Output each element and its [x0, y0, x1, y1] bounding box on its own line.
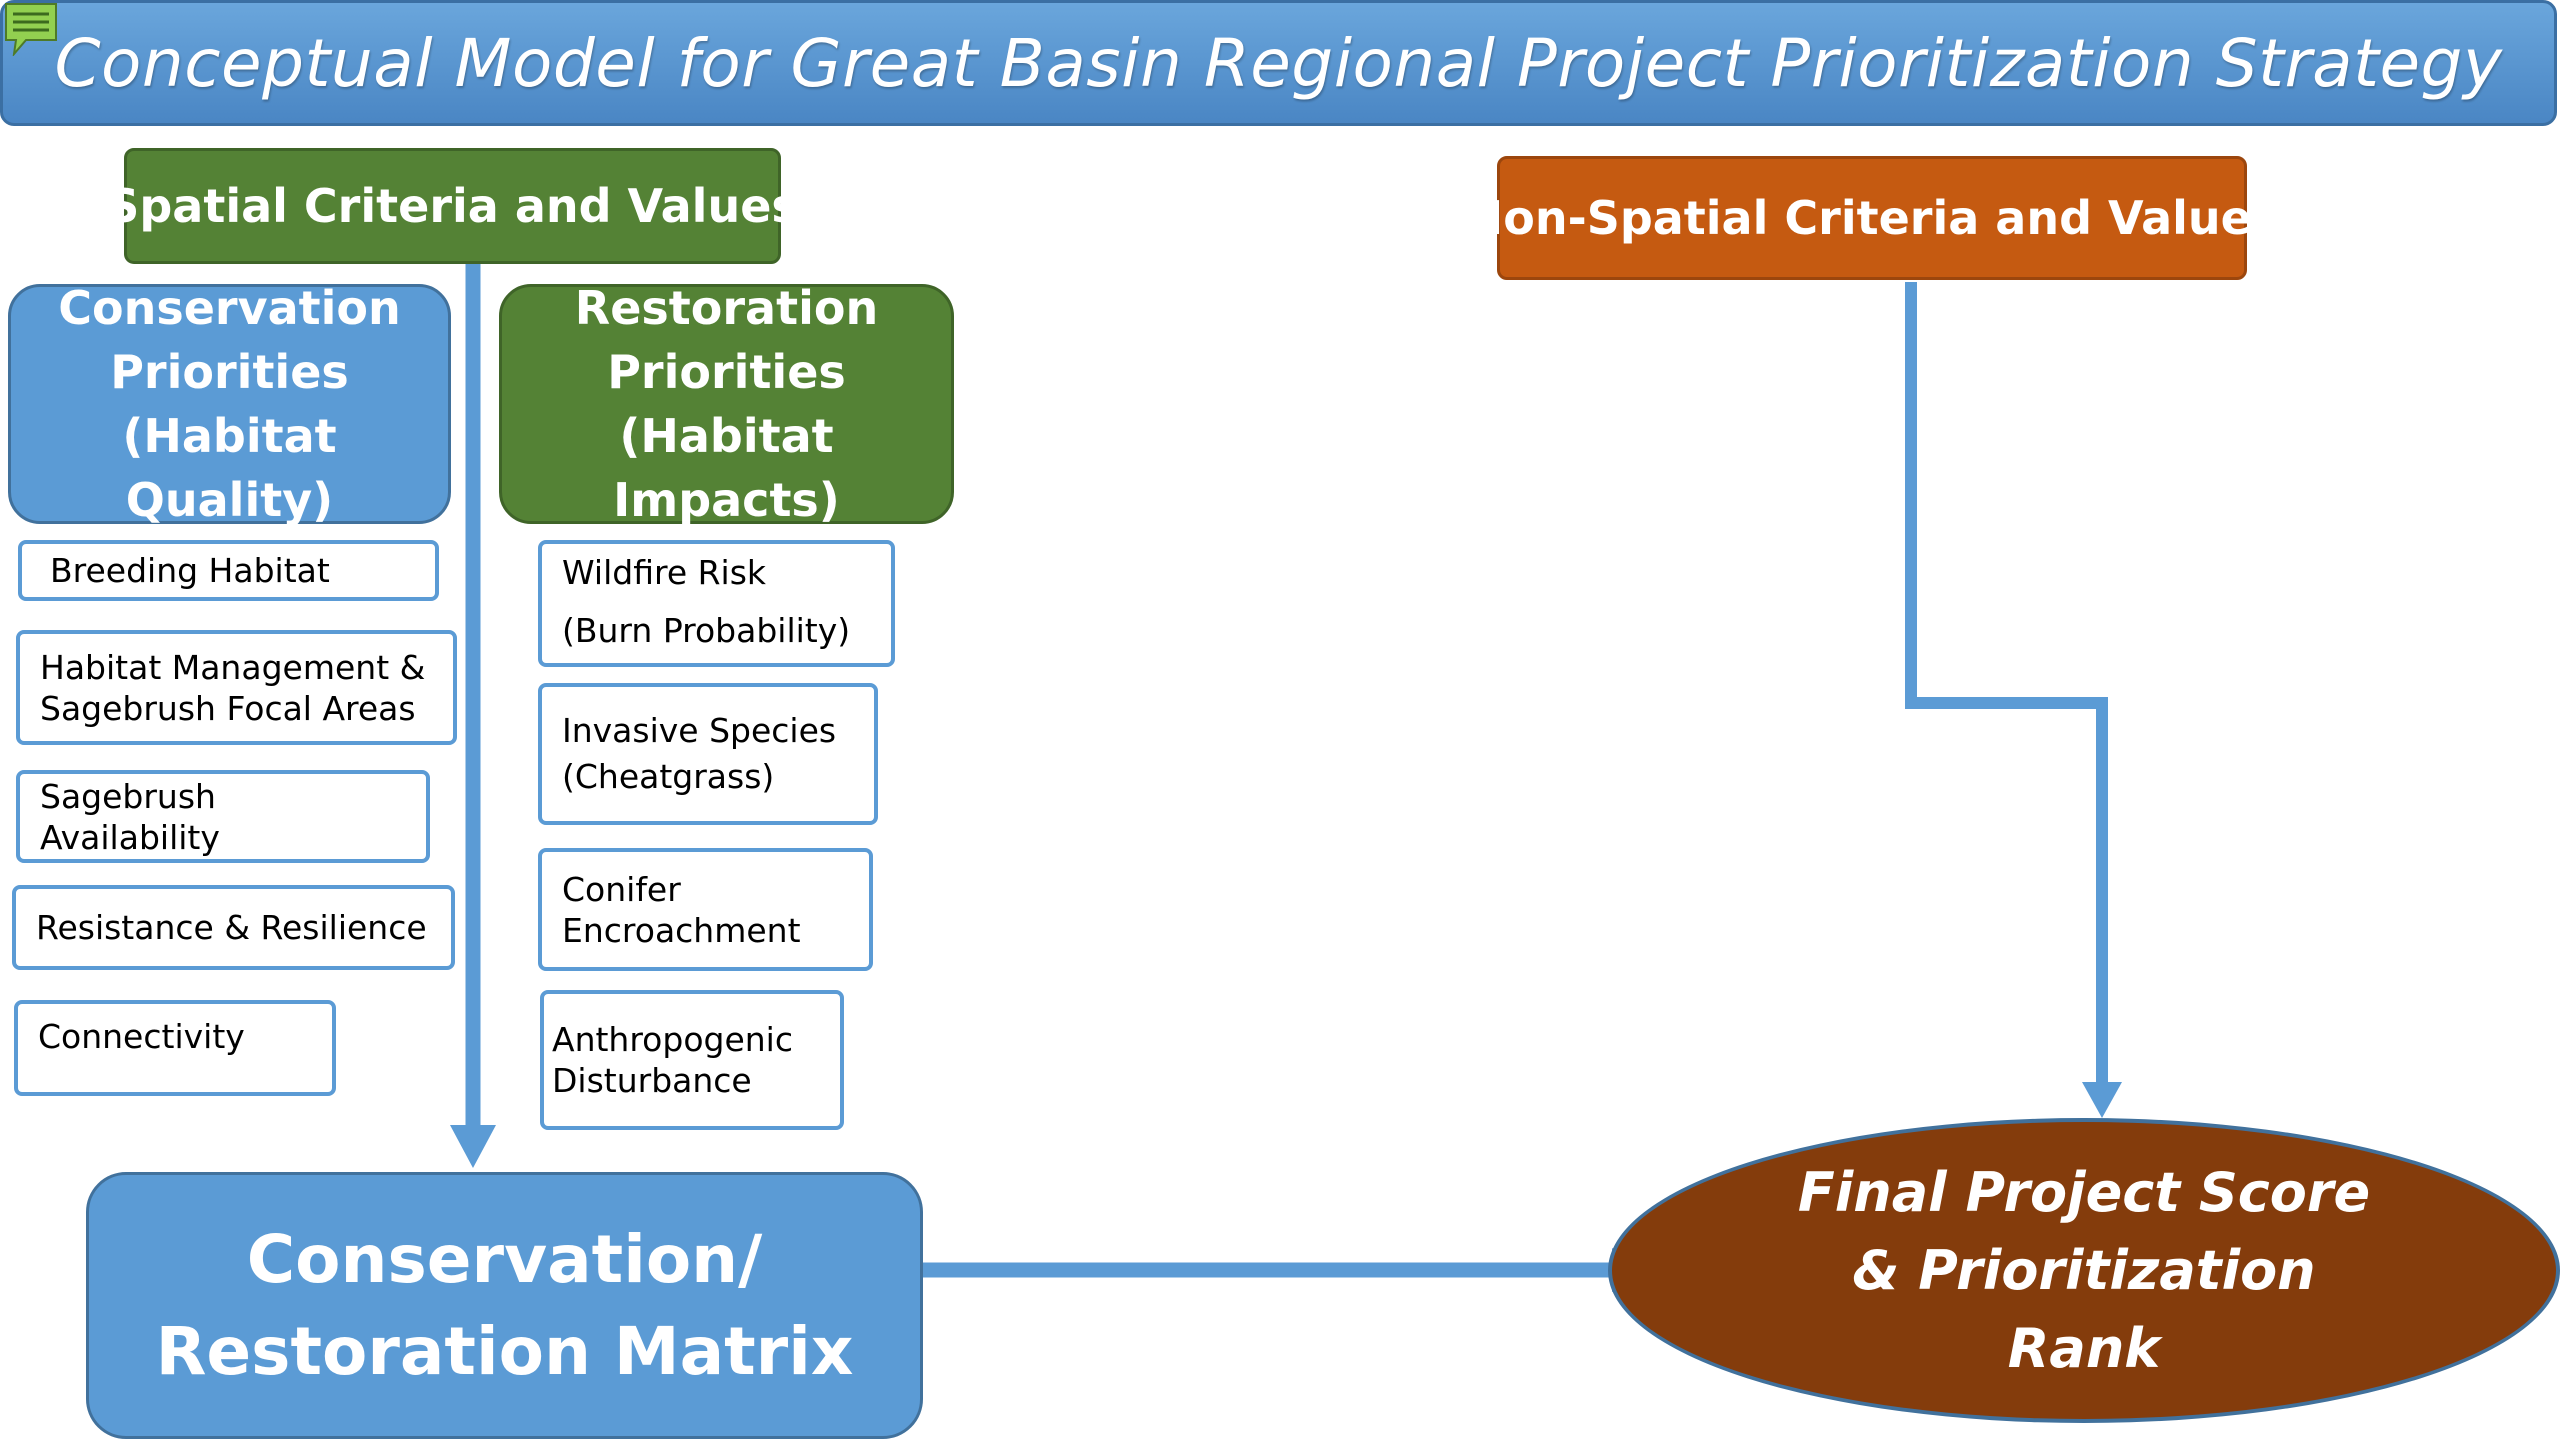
- matrix-line-2: Restoration Matrix: [155, 1312, 854, 1390]
- conservation-title-line-1: Conservation: [58, 281, 401, 335]
- restoration-title-line-2: Priorities: [607, 345, 846, 399]
- non-spatial-criteria-header: Non-Spatial Criteria and Values: [1465, 156, 2279, 280]
- criterion-connectivity: Connectivity: [14, 1000, 336, 1096]
- page-title: Conceptual Model for Great Basin Regiona…: [54, 24, 2503, 102]
- final-line-1: Final Project Score: [1797, 1160, 2371, 1224]
- spatial-to-matrix-arrow: [450, 262, 496, 1168]
- final-line-3: Rank: [2007, 1316, 2161, 1380]
- non-spatial-to-final-arrow: [1905, 282, 2122, 1118]
- title-banner: Conceptual Model for Great Basin Regiona…: [0, 0, 2557, 126]
- criterion-wildfire-risk: Wildfire Risk (Burn Probability): [538, 540, 895, 667]
- criterion-sagebrush-availability: Sagebrush Availability: [16, 770, 430, 863]
- final-line-2: & Prioritization: [1852, 1238, 2316, 1302]
- restoration-priorities-box: Restoration Priorities (Habitat Impacts): [499, 281, 954, 527]
- criterion-breeding-habitat: Breeding Habitat: [18, 540, 439, 601]
- criterion-conifer-encroachment: Conifer Encroachment: [538, 848, 873, 971]
- conservation-title-line-3: (Habitat Quality): [122, 409, 337, 527]
- criterion-resistance-resilience: Resistance & Resilience: [12, 885, 455, 970]
- restoration-title-line-3: (Habitat Impacts): [613, 409, 840, 527]
- final-project-score-ellipse: Final Project Score & Prioritization Ran…: [1608, 1118, 2560, 1423]
- restoration-title-line-1: Restoration: [574, 281, 879, 335]
- criterion-anthropogenic-disturbance: Anthropogenic Disturbance: [540, 990, 844, 1130]
- conservation-priorities-box: Conservation Priorities (Habitat Quality…: [8, 281, 451, 527]
- matrix-line-1: Conservation/: [246, 1220, 763, 1298]
- spatial-criteria-header: Spatial Criteria and Values: [106, 148, 799, 264]
- criterion-invasive-species: Invasive Species (Cheatgrass): [538, 683, 878, 825]
- conservation-restoration-matrix: Conservation/ Restoration Matrix: [86, 1172, 923, 1439]
- conservation-title-line-2: Priorities: [110, 345, 349, 399]
- comment-icon[interactable]: [4, 2, 58, 56]
- matrix-to-final-arrow: [918, 1248, 1652, 1292]
- criterion-habitat-management: Habitat Management & Sagebrush Focal Are…: [16, 630, 457, 745]
